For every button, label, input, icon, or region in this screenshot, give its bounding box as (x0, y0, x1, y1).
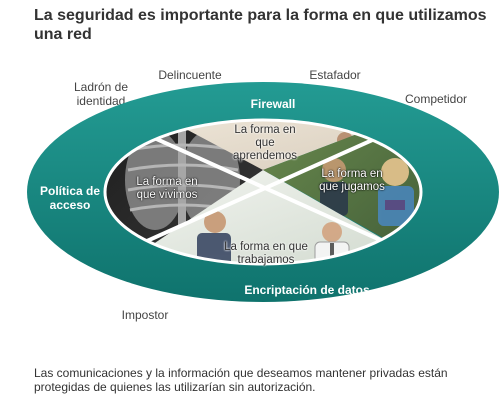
divider-2 (109, 120, 421, 260)
quadrant-label-play: La forma en que jugamos (319, 168, 385, 193)
inner-border (103, 118, 423, 266)
caption: Las comunicaciones y la información que … (34, 366, 448, 394)
quadrant-label-learn: La forma en que aprendemos (233, 124, 297, 162)
quadrant-label-live: La forma en que vivimos (136, 176, 198, 201)
threat-impostor: Impostor (121, 308, 169, 322)
ring-label-data-encryption: Encriptación de datos (244, 283, 370, 297)
threat-competitor: Competidor (404, 92, 468, 106)
threat-criminal: Delincuente (158, 68, 222, 82)
ring-label-access-policy: Política de acceso (39, 184, 101, 212)
threat-scammer: Estafador (309, 68, 361, 82)
ring-label-firewall: Firewall (250, 97, 296, 111)
page-title: La seguridad es importante para la forma… (34, 7, 487, 43)
quadrant-label-work: La forma en que trabajamos (224, 241, 308, 266)
threat-identity-thief: Ladrón de identidad (73, 80, 129, 108)
